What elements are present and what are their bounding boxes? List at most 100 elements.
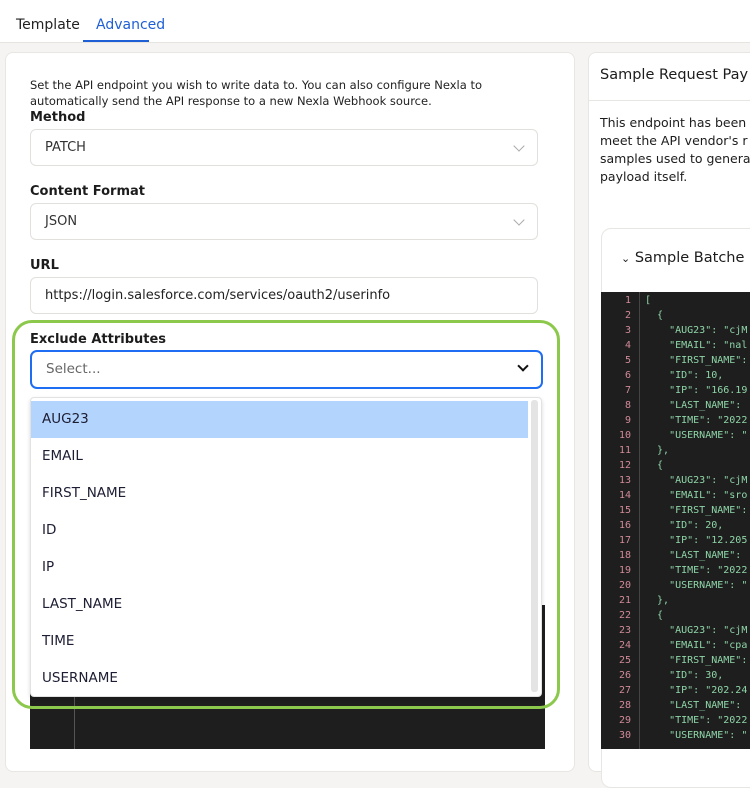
line-number: 12 [618, 460, 631, 471]
code-line: 16 "ID": 20, [601, 518, 750, 533]
exclude-attributes-select[interactable]: Select... [30, 350, 543, 389]
code-text: "EMAIL": "sro [645, 490, 748, 501]
url-label: URL [30, 258, 59, 273]
code-text: { [645, 610, 664, 621]
code-text: "TIME": "2022 [645, 565, 748, 576]
divider [589, 100, 750, 101]
code-line: 3 "AUG23": "cjM [601, 323, 750, 338]
tab-template[interactable]: Template [16, 17, 80, 33]
code-text: "TIME": "2022 [645, 715, 748, 726]
code-text: "EMAIL": "cpa [645, 640, 748, 651]
select-placeholder: Select... [46, 361, 101, 377]
code-text: "USERNAME": " [645, 430, 748, 441]
code-text: }, [645, 445, 670, 456]
line-number: 3 [624, 325, 631, 336]
method-value: PATCH [45, 140, 86, 155]
code-line: 18 "LAST_NAME": [601, 548, 750, 563]
content-format-label: Content Format [30, 184, 145, 199]
content-format-select[interactable]: JSON [30, 203, 538, 240]
line-number: 25 [618, 655, 631, 666]
code-line: 1[ [601, 293, 750, 308]
chevron-down-icon [513, 214, 525, 226]
option-last-name[interactable]: LAST_NAME [42, 596, 123, 612]
line-number: 7 [624, 385, 631, 396]
description-line: This endpoint has been [600, 115, 747, 130]
active-tab-indicator [83, 40, 149, 42]
line-number: 5 [624, 355, 631, 366]
method-label: Method [30, 110, 86, 125]
code-text: "USERNAME": " [645, 730, 748, 741]
line-number: 20 [618, 580, 631, 591]
code-line: 14 "EMAIL": "sro [601, 488, 750, 503]
line-number: 4 [624, 340, 631, 351]
sample-request-title: Sample Request Pay [600, 67, 749, 83]
option-id[interactable]: ID [42, 522, 57, 538]
code-text: "IP": "166.19 [645, 385, 748, 396]
code-line: 11 }, [601, 443, 750, 458]
method-select[interactable]: PATCH [30, 129, 538, 166]
line-number: 9 [624, 415, 631, 426]
line-number: 22 [618, 610, 631, 621]
code-text: }, [645, 595, 670, 606]
endpoint-description: Set the API endpoint you wish to write d… [30, 78, 482, 108]
code-line: 30 "USERNAME": " [601, 728, 750, 743]
chevron-down-icon: ⌄ [621, 252, 631, 265]
code-line: 2 { [601, 308, 750, 323]
code-line: 5 "FIRST_NAME": [601, 353, 750, 368]
option-ip[interactable]: IP [42, 559, 55, 575]
code-text: { [645, 460, 664, 471]
code-line: 23 "AUG23": "cjM [601, 623, 750, 638]
line-number: 26 [618, 670, 631, 681]
line-number: 30 [618, 730, 631, 741]
line-number: 8 [624, 400, 631, 411]
code-text: [ [645, 295, 652, 306]
sample-batched-toggle[interactable]: ⌄ Sample Batche [621, 250, 744, 266]
code-text: "LAST_NAME": [645, 550, 742, 561]
code-text: "IP": "12.205 [645, 535, 748, 546]
code-text: "EMAIL": "nal [645, 340, 748, 351]
line-number: 19 [618, 565, 631, 576]
code-text: "AUG23": "cjM [645, 325, 748, 336]
code-text: "AUG23": "cjM [645, 475, 748, 486]
menu-scrollbar[interactable] [531, 400, 538, 692]
line-number: 11 [618, 445, 631, 456]
code-line: 17 "IP": "12.205 [601, 533, 750, 548]
line-number: 21 [618, 595, 631, 606]
description-line: meet the API vendor's r [600, 133, 748, 148]
option-time[interactable]: TIME [42, 633, 75, 649]
url-input[interactable]: https://login.salesforce.com/services/oa… [30, 277, 538, 314]
option-username[interactable]: USERNAME [42, 670, 118, 686]
code-text: "FIRST_NAME": [645, 655, 748, 666]
line-number: 29 [618, 715, 631, 726]
exclude-attributes-label: Exclude Attributes [30, 332, 167, 347]
code-line: 29 "TIME": "2022 [601, 713, 750, 728]
code-text: "LAST_NAME": [645, 700, 742, 711]
option-email[interactable]: EMAIL [42, 448, 83, 464]
description-line: samples used to genera [600, 151, 750, 166]
tab-advanced[interactable]: Advanced [96, 17, 166, 33]
highlight-outline [12, 320, 560, 709]
line-number: 24 [618, 640, 631, 651]
code-line: 25 "FIRST_NAME": [601, 653, 750, 668]
code-line: 24 "EMAIL": "cpa [601, 638, 750, 653]
code-line: 13 "AUG23": "cjM [601, 473, 750, 488]
line-number: 2 [624, 310, 631, 321]
line-number: 18 [618, 550, 631, 561]
code-text: "LAST_NAME": [645, 400, 742, 411]
line-number: 13 [618, 475, 631, 486]
code-line: 8 "LAST_NAME": [601, 398, 750, 413]
line-number: 23 [618, 625, 631, 636]
line-number: 15 [618, 505, 631, 516]
line-number: 16 [618, 520, 631, 531]
tab-bar: Template Advanced [0, 0, 750, 43]
code-line: 22 { [601, 608, 750, 623]
code-line: 19 "TIME": "2022 [601, 563, 750, 578]
option-aug23[interactable]: AUG23 [31, 401, 528, 438]
code-line: 7 "IP": "166.19 [601, 383, 750, 398]
content-format-value: JSON [45, 214, 78, 229]
line-number: 6 [624, 370, 631, 381]
option-first-name[interactable]: FIRST_NAME [42, 485, 127, 501]
chevron-down-icon [517, 360, 529, 372]
